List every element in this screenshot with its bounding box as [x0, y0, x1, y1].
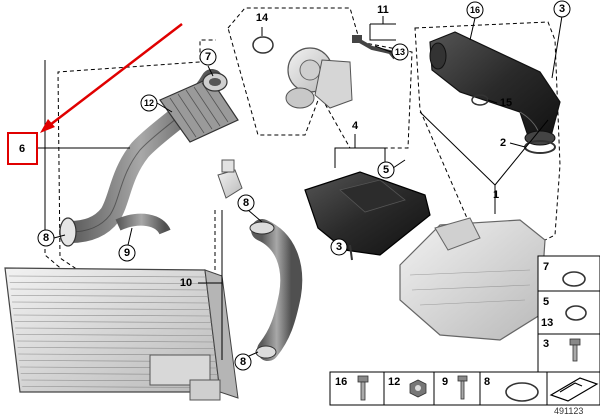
legend-label-13: 13 — [541, 317, 553, 329]
intercooler-fin — [16, 340, 214, 343]
callout-14[interactable]: 14 — [256, 12, 269, 24]
callout-1[interactable]: 1 — [493, 189, 499, 201]
callout-9[interactable]: 9 — [118, 244, 136, 262]
intercooler-fin — [12, 308, 210, 310]
callout-3-mid[interactable]: 3 — [330, 238, 348, 256]
callout-8-mid[interactable]: 8 — [237, 194, 255, 212]
callout-12[interactable]: 12 — [140, 94, 158, 112]
callout-8-left[interactable]: 8 — [37, 229, 55, 247]
highlight-arrow — [40, 23, 183, 133]
lower-charge-pipe — [249, 219, 303, 361]
legend-o-ring-7 — [562, 271, 586, 287]
legend-o-ring-8 — [505, 382, 539, 402]
legend-label-3: 3 — [543, 338, 549, 350]
intercooler-fin — [12, 301, 210, 304]
callout-4[interactable]: 4 — [352, 120, 359, 132]
callout-16-label: 16 — [470, 5, 480, 15]
intercooler-fin — [8, 275, 206, 278]
legend-bolt-3 — [569, 338, 581, 362]
turbo-group-boundary — [227, 7, 413, 149]
callout-8-low[interactable]: 8 — [234, 353, 252, 371]
legend-nut-12 — [409, 379, 427, 398]
callout-13[interactable]: 13 — [391, 43, 409, 61]
callout-7[interactable]: 7 — [199, 48, 217, 66]
callout-15[interactable]: 15 — [500, 97, 512, 109]
callout-7-label: 7 — [205, 51, 211, 63]
legend-o-ring-5 — [565, 305, 587, 321]
chargepipe-group-boundary — [44, 39, 216, 273]
intercooler — [4, 267, 239, 401]
callout-8-low-label: 8 — [240, 356, 246, 368]
callout-5[interactable]: 5 — [377, 161, 395, 179]
side-legend: 7 5 13 3 — [537, 255, 600, 373]
legend-bolt-16 — [357, 375, 369, 401]
intake-duct — [429, 31, 561, 146]
intercooler-fin — [22, 386, 220, 388]
callout-10[interactable]: 10 — [180, 277, 192, 289]
callout-13-label: 13 — [395, 47, 405, 57]
ring-plate-icon — [549, 377, 599, 402]
bottom-legend: 16 12 9 8 — [329, 371, 600, 406]
intercooler-fin — [11, 295, 209, 297]
legend-label-16: 16 — [335, 376, 347, 388]
callout-11[interactable]: 11 — [377, 4, 389, 16]
turbocharger — [285, 47, 353, 109]
boost-sensor — [217, 159, 243, 199]
legend-label-12: 12 — [388, 376, 400, 388]
intercooler-fin — [14, 321, 212, 323]
resonator — [159, 72, 239, 143]
callout-3-top[interactable]: 3 — [553, 0, 571, 18]
highlight-box — [7, 132, 38, 165]
legend-label-7: 7 — [543, 261, 549, 273]
callout-8-left-label: 8 — [43, 232, 49, 244]
callout-9-label: 9 — [124, 247, 130, 259]
intercooler-fin — [15, 334, 213, 336]
callout-6[interactable]: 6 — [19, 143, 25, 155]
intercooler-fin — [10, 288, 208, 291]
intercooler-fin — [9, 282, 207, 284]
intercooler-fin — [15, 327, 213, 330]
leader-lines — [37, 15, 563, 361]
callout-3-mid-label: 3 — [336, 241, 342, 253]
legend-bolt-9 — [457, 375, 468, 400]
air-filter-housing — [399, 217, 546, 341]
callout-2[interactable]: 2 — [500, 137, 506, 149]
callout-16[interactable]: 16 — [466, 1, 484, 19]
callout-8-mid-label: 8 — [243, 197, 249, 209]
o-ring-14 — [252, 36, 274, 54]
callout-5-label: 5 — [383, 164, 389, 176]
sensor-harness — [352, 35, 397, 60]
callout-12-label: 12 — [144, 98, 154, 108]
callout-3-top-label: 3 — [559, 3, 565, 15]
document-number: 491123 — [554, 406, 583, 416]
legend-label-8: 8 — [484, 376, 490, 388]
bracket-plate — [304, 171, 431, 261]
legend-label-5: 5 — [543, 296, 549, 308]
legend-label-9: 9 — [442, 376, 448, 388]
intercooler-fin — [13, 314, 211, 317]
intercooler-fin — [17, 347, 215, 349]
